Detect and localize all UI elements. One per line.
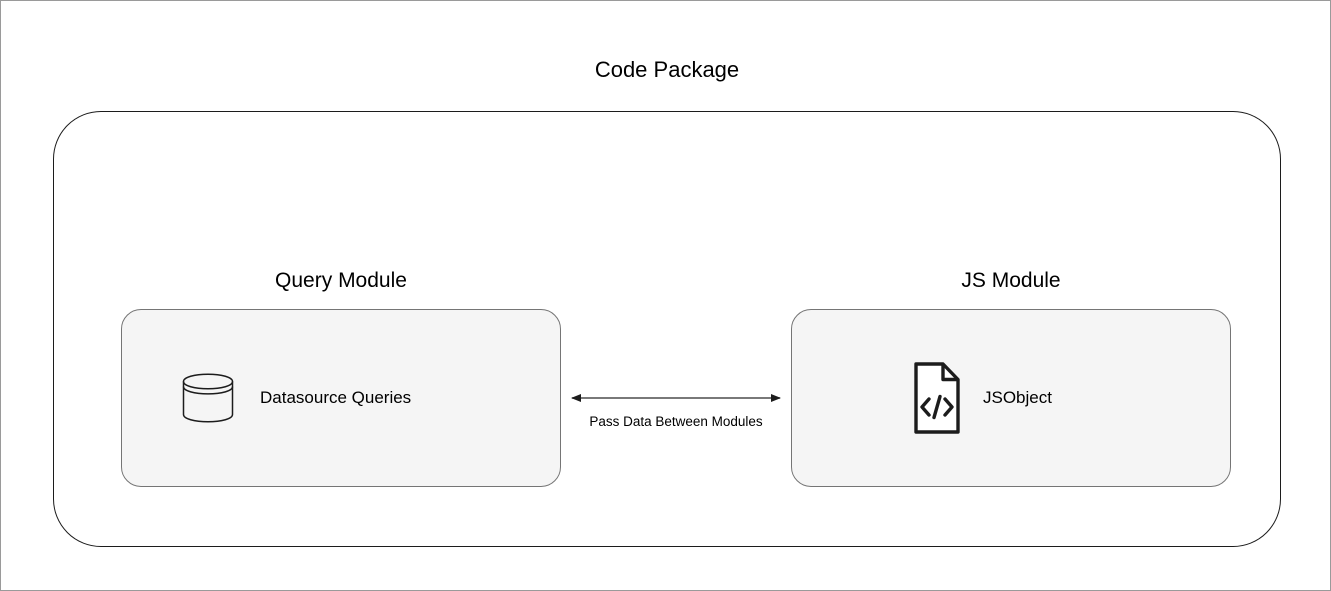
jsobject-label: JSObject xyxy=(983,388,1052,407)
js-module-label: JS Module xyxy=(961,269,1061,292)
js-module-box[interactable]: JSObject xyxy=(791,309,1231,487)
datasource-queries-item[interactable]: Datasource Queries xyxy=(181,371,411,425)
database-cylinder-icon xyxy=(181,371,235,425)
pass-data-arrow xyxy=(561,381,791,415)
query-module-box[interactable]: Datasource Queries xyxy=(121,309,561,487)
query-module-label: Query Module xyxy=(275,269,407,292)
code-file-icon xyxy=(913,361,961,435)
pass-data-arrow-label: Pass Data Between Modules xyxy=(589,414,763,429)
datasource-queries-label: Datasource Queries xyxy=(260,388,412,407)
code-package-container xyxy=(53,111,1281,547)
jsobject-item[interactable]: JSObject xyxy=(913,361,1052,435)
code-package-title: Code Package xyxy=(594,57,740,82)
